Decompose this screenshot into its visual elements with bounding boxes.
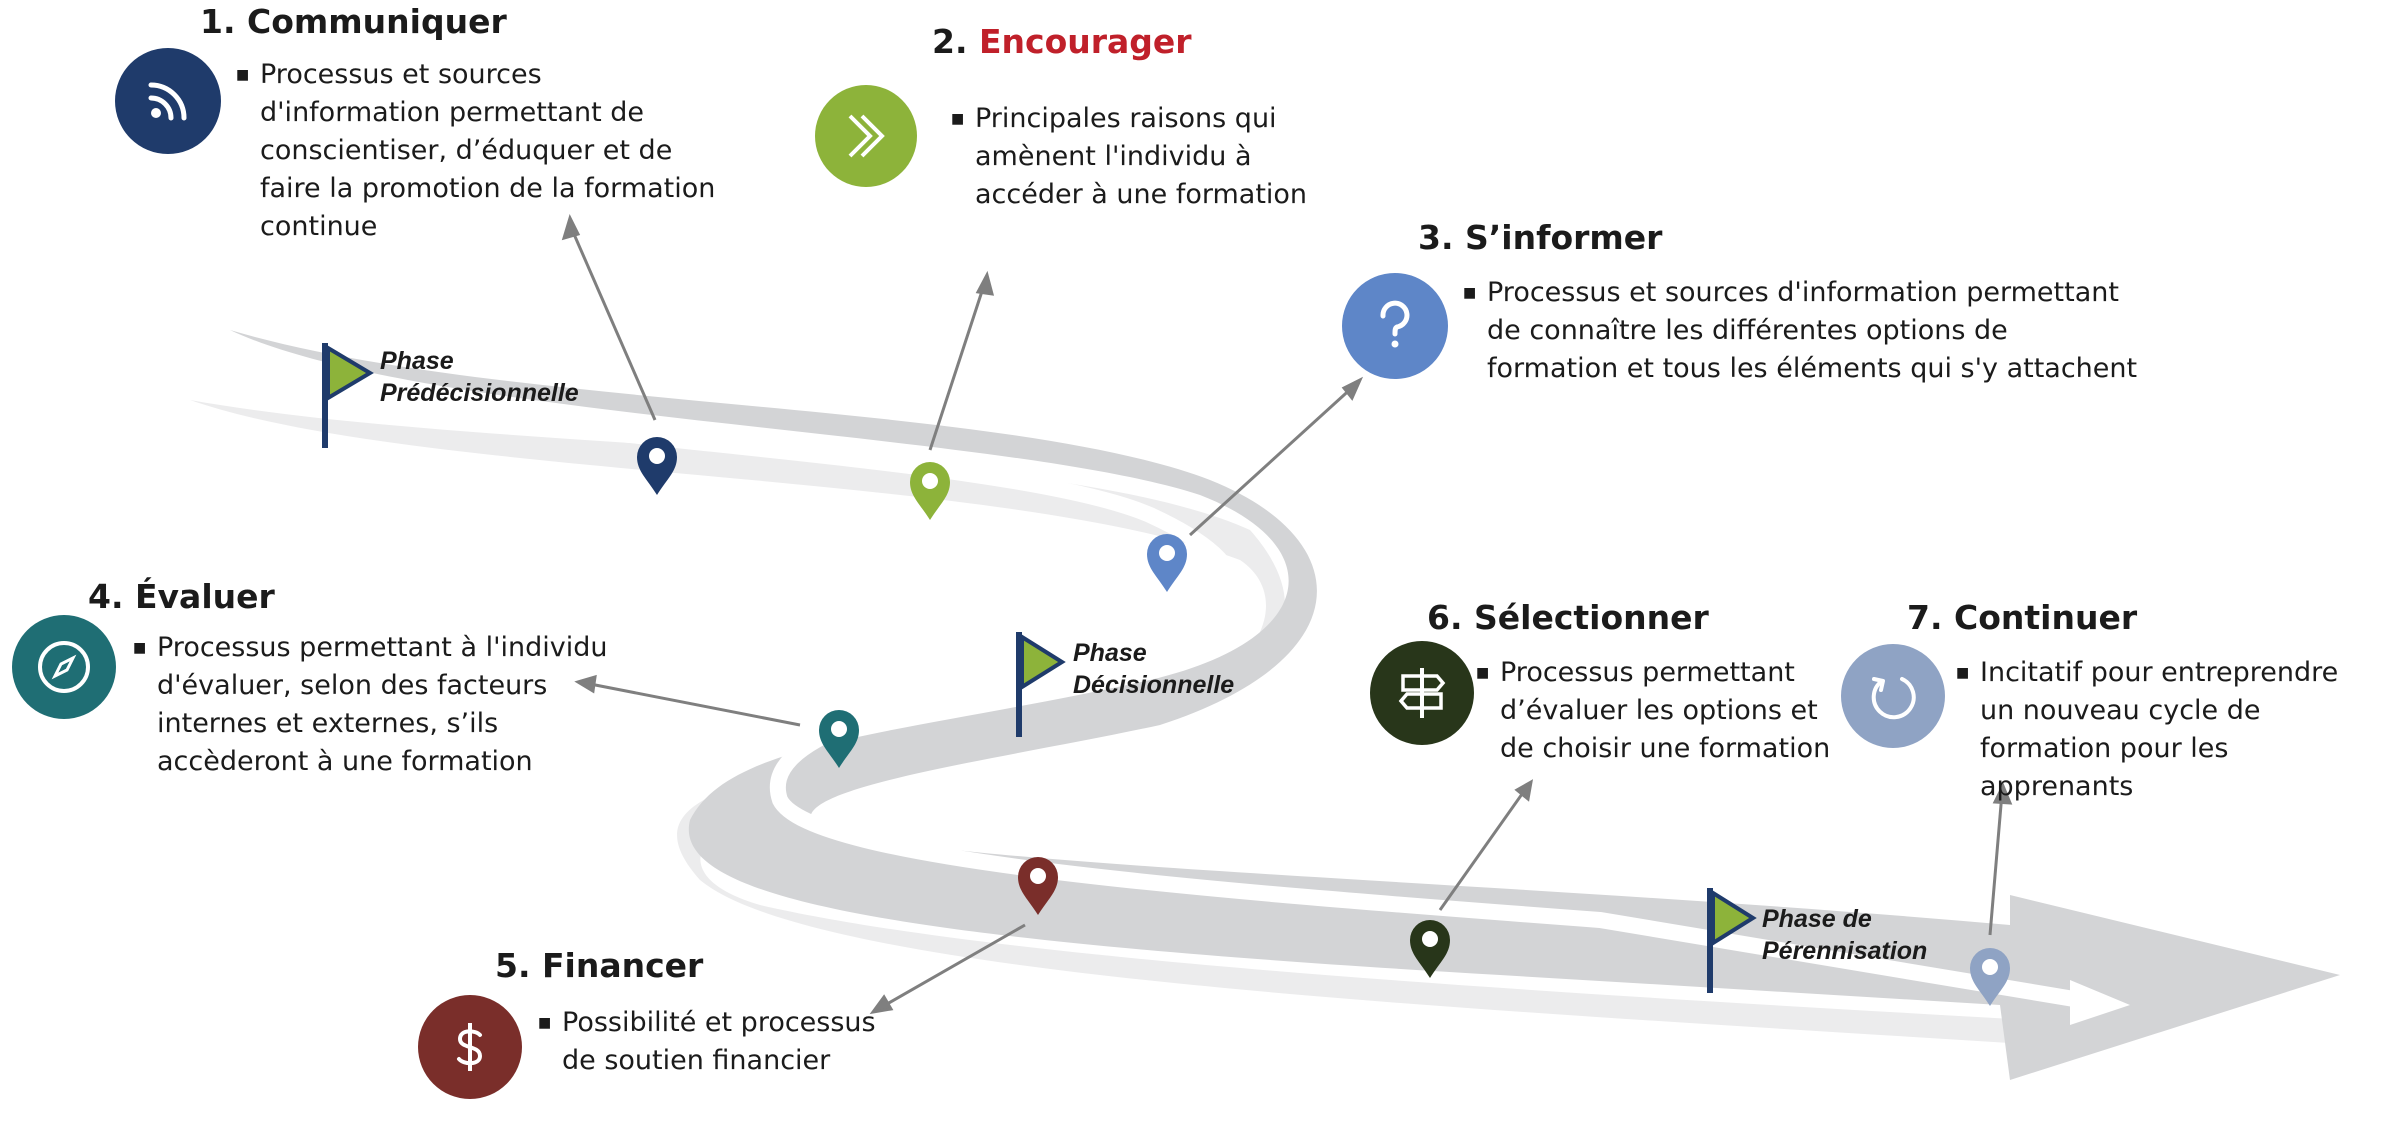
dollar-icon	[418, 995, 522, 1099]
connector-arrowhead-5	[869, 994, 894, 1015]
rss-icon	[115, 48, 221, 154]
step-text: Processus permettant d’évaluer les optio…	[1500, 657, 1831, 764]
connector-arrowhead-2	[975, 270, 995, 296]
phase-label-decisionnelle: Phase Décisionnelle	[1073, 637, 1234, 701]
pin-icon-2	[910, 462, 950, 520]
step-name: Évaluer	[135, 577, 275, 616]
step-title-sinformer: 3. S’informer	[1418, 218, 1662, 257]
pin-icon-3	[1147, 534, 1187, 592]
connector-arrowhead-6	[1514, 779, 1534, 802]
step-text: Incitatif pour entreprendre un nouveau c…	[1980, 657, 2339, 802]
refresh-icon	[1841, 644, 1945, 748]
connector-arrowhead-3	[1341, 376, 1364, 401]
question-icon	[1342, 273, 1448, 379]
step-desc-financer: ■ Possibilité et processus de soutien fi…	[538, 1007, 876, 1076]
flag-icon-1	[322, 343, 374, 448]
step-title-encourager: 2. Encourager	[932, 22, 1192, 61]
step-number: 6.	[1427, 598, 1463, 637]
step-name: Encourager	[979, 22, 1192, 61]
step-number: 4.	[88, 577, 124, 616]
step-title-evaluer: 4. Évaluer	[88, 577, 275, 616]
connector-arrow-7	[1988, 792, 2004, 936]
connector-arrow-3	[1188, 383, 1357, 537]
step-desc-communiquer: ■ Processus et sources d'information per…	[236, 59, 716, 242]
connector-arrow-4	[584, 681, 801, 727]
step-title-continuer: 7. Continuer	[1907, 598, 2137, 637]
step-name: Communiquer	[247, 2, 507, 41]
step-title-selectionner: 6. Sélectionner	[1427, 598, 1709, 637]
step-text: Processus et sources d'information perme…	[260, 59, 716, 242]
phase-line1: Phase	[380, 347, 454, 375]
step-number: 3.	[1418, 218, 1454, 257]
connector-arrow-5	[879, 923, 1026, 1010]
pin-icon-1	[637, 437, 677, 495]
connector-arrow-1	[568, 224, 657, 421]
step-text: Processus et sources d'information perme…	[1487, 277, 2138, 384]
road-centre-arrowhead	[2070, 980, 2130, 1025]
step-desc-sinformer: ■ Processus et sources d'information per…	[1463, 277, 2138, 384]
step-name: S’informer	[1465, 218, 1663, 257]
step-text: Possibilité et processus de soutien fina…	[562, 1007, 876, 1076]
step-text: Processus permettant à l'individu d'éval…	[157, 632, 608, 777]
step-number: 1.	[200, 2, 236, 41]
connector-arrowhead-7	[1992, 782, 2013, 805]
step-number: 7.	[1907, 598, 1943, 637]
step-name: Sélectionner	[1474, 598, 1709, 637]
road-centre-line	[232, 362, 2088, 1008]
pin-icon-4	[819, 710, 859, 768]
connector-arrow-2	[928, 281, 987, 451]
phase-line2: Prédécisionnelle	[380, 379, 579, 407]
phase-line1: Phase de	[1762, 905, 1872, 933]
phase-line2: Décisionnelle	[1073, 671, 1235, 699]
compass-icon	[12, 615, 116, 719]
pin-icon-5	[1018, 857, 1058, 915]
phase-line1: Phase	[1073, 639, 1147, 667]
step-name: Financer	[542, 946, 704, 985]
step-title-communiquer: 1. Communiquer	[200, 2, 507, 41]
step-text: Principales raisons qui amènent l'indivi…	[975, 103, 1308, 210]
connector-arrow-6	[1438, 786, 1529, 911]
step-desc-encourager: ■ Principales raisons qui amènent l'indi…	[951, 103, 1308, 210]
phase-label-predecisionnelle: Phase Prédécisionnelle	[380, 345, 579, 409]
connector-arrowhead-4	[574, 674, 597, 694]
pin-icon-6	[1410, 920, 1450, 978]
double-chevron-icon	[815, 85, 917, 187]
step-title-financer: 5. Financer	[495, 946, 703, 985]
step-desc-selectionner: ■ Processus permettant d’évaluer les opt…	[1476, 657, 1831, 764]
step-number: 2.	[932, 22, 968, 61]
step-desc-evaluer: ■ Processus permettant à l'individu d'év…	[133, 632, 608, 777]
phase-label-perennisation: Phase de Pérennisation	[1762, 903, 1927, 967]
flag-icon-3	[1707, 888, 1757, 993]
flag-icon-2	[1016, 632, 1066, 737]
step-name: Continuer	[1954, 598, 2138, 637]
phase-line2: Pérennisation	[1762, 937, 1928, 965]
pin-icon-7	[1970, 948, 2010, 1006]
connector-arrowhead-1	[561, 213, 581, 241]
step-desc-continuer: ■ Incitatif pour entreprendre un nouveau…	[1956, 657, 2339, 802]
step-number: 5.	[495, 946, 531, 985]
signpost-icon	[1370, 641, 1474, 745]
